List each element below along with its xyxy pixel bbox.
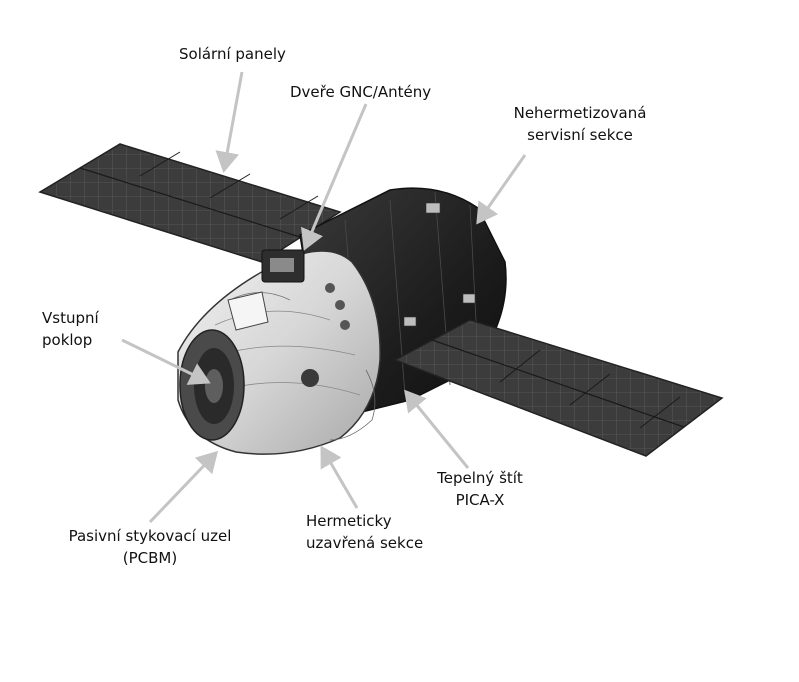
arrow-hatch: [121, 338, 211, 385]
label-pcbm: Pasivní stykovací uzel (PCBM): [40, 525, 260, 569]
label-pcbm-line2: (PCBM): [122, 549, 178, 567]
capsule-body: [177, 249, 381, 455]
label-pcbm-line1: Pasivní stykovací uzel: [68, 527, 232, 545]
label-entry-hatch-line1: Vstupní: [42, 309, 99, 327]
arrow-solar-panels: [215, 71, 244, 173]
label-solar-panels: Solární panely: [179, 45, 286, 63]
arrow-gnc-door: [300, 103, 368, 251]
label-service-section: Nehermetizovaná servisní sekce: [497, 102, 663, 146]
gnc-door: [261, 249, 305, 283]
arrow-pressurized: [320, 445, 359, 509]
label-entry-hatch: Vstupní poklop: [42, 307, 99, 351]
label-service-section-line1: Nehermetizovaná: [513, 104, 647, 122]
label-heat-shield-line2: PICA-X: [455, 491, 505, 509]
label-heat-shield: Tepelný štít PICA-X: [418, 467, 542, 511]
label-heat-shield-line1: Tepelný štít: [437, 469, 523, 487]
label-pressurized-line2: uzavřená sekce: [306, 534, 424, 552]
label-pressurized-section: Hermeticky uzavřená sekce: [306, 510, 423, 554]
label-service-section-line2: servisní sekce: [527, 126, 633, 144]
arrow-service-section: [476, 154, 527, 225]
arrow-heat-shield: [404, 389, 470, 469]
solar-panel-right: [393, 319, 724, 457]
pcbm-hatch: [179, 329, 245, 441]
arrow-pcbm: [148, 450, 219, 524]
solar-panel-left: [38, 143, 342, 263]
label-pressurized-line1: Hermeticky: [306, 512, 392, 530]
label-gnc-door: Dveře GNC/Antény: [290, 83, 432, 101]
label-entry-hatch-line2: poklop: [42, 331, 93, 349]
